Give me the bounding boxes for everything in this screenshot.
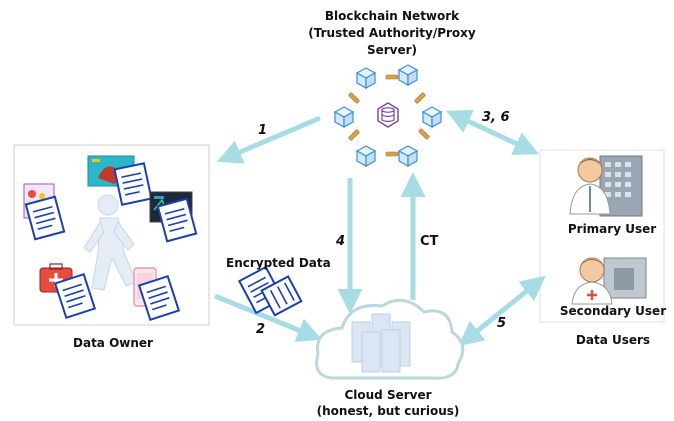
chain-link (414, 92, 426, 104)
encrypted-data-icon (238, 266, 303, 317)
step-label-ct: CT (420, 234, 439, 249)
arrow-step-5 (458, 275, 546, 347)
person-icon (83, 194, 137, 291)
chain-link (348, 92, 360, 104)
arrow-step-2 (214, 293, 323, 342)
block-cube (422, 106, 442, 128)
cloud-label-line1: Cloud Server (344, 388, 432, 402)
block-cube (398, 145, 418, 167)
block-cube (398, 64, 418, 86)
secondary-user-label: Secondary User (559, 304, 667, 318)
cloud-server-icon (315, 298, 465, 380)
encrypted-data-label: Encrypted Data (226, 256, 331, 270)
chain-link (348, 129, 360, 141)
data-users-label: Data Users (575, 333, 651, 347)
data-owner-illustration (23, 155, 198, 321)
step-label-3-6: 3, 6 (482, 110, 510, 125)
chain-link (385, 151, 399, 157)
primary-user-label: Primary User (567, 222, 657, 236)
database-hub-icon (377, 102, 399, 128)
chain-link (385, 74, 399, 80)
step-label-2: 2 (256, 322, 266, 337)
data-owner-label: Data Owner (73, 336, 153, 350)
cloud-label-line2: (honest, but curious) (316, 404, 460, 418)
blockchain-title-line1: Blockchain Network (324, 9, 460, 23)
document-icon (113, 162, 153, 206)
step-label-4: 4 (336, 234, 346, 249)
secondary-user-icon (571, 257, 647, 305)
block-cube (356, 145, 376, 167)
primary-user-icon (569, 155, 643, 217)
step-label-1: 1 (258, 123, 268, 138)
arrow-step-3-6 (445, 110, 540, 155)
blockchain-title-line3: Server) (366, 43, 418, 57)
step-label-5: 5 (497, 316, 507, 331)
block-cube (334, 106, 354, 128)
flow-arrows (214, 110, 546, 347)
blockchain-ring (334, 64, 442, 167)
blockchain-title-line2: (Trusted Authority/Proxy (308, 26, 476, 40)
block-cube (356, 67, 376, 89)
arrow-step-1 (216, 115, 321, 164)
chain-link (418, 128, 430, 140)
